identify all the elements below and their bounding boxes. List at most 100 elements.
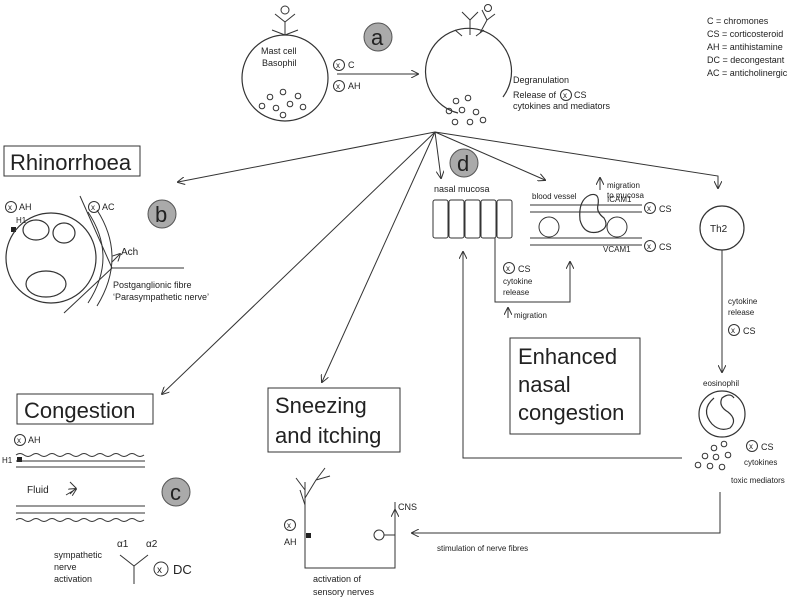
effect-arrows [162,131,718,394]
svg-text:a: a [371,25,384,50]
nasal-mucosa-section: d nasal mucosa blood vessel migration to… [432,148,672,320]
degranulation-label: Degranulation [513,75,569,85]
icam1-label: ICAM1 [607,195,632,204]
release-label: release [503,288,530,297]
nerve-membrane-2 [96,209,113,307]
th2-drug-cs: CS [743,326,756,336]
drug-cs-label: CS [574,90,587,100]
svg-text:x: x [336,82,340,91]
legend-decongestant: DC = decongestant [707,55,785,65]
svg-text:x: x [336,61,340,70]
panel-d-badge [449,148,479,178]
enhanced-title-3: congestion [518,400,624,425]
nerve-stimulation-arrow [412,492,721,533]
sensory-nerve-icon [295,467,396,569]
gland-vesicle-2 [52,222,76,244]
sympathetic-label-3: activation [54,574,92,584]
fluid-arrow-icon [65,482,76,495]
sympathetic-label-1: sympathetic [54,550,103,560]
alpha-receptor-icon [119,554,149,584]
inhibit-icon [88,201,100,213]
mast-cell-receptor-icon [274,13,296,35]
inhibit-icon [644,240,656,252]
drug-cs-vcam: CS [659,242,672,252]
h1-receptor-label: H1 [2,456,13,465]
svg-text:x: x [8,203,12,212]
fibre-label-2: ‘Parasympathetic nerve’ [113,292,209,302]
sneezing-title-2: and itching [275,423,381,448]
gland-vesicle-1 [22,219,50,241]
congestion-section: Congestion x AH H1 Fluid c α1 α2 sympath… [2,393,192,584]
gland-cell-outer [5,212,97,304]
drug-ah-label: AH [284,537,297,547]
eosinophil-drug-cs: CS [761,442,774,452]
leukocyte-icon [538,216,560,238]
alpha2-label: α2 [146,539,158,550]
drug-cs-icam: CS [659,204,672,214]
degranulating-cell-body [424,27,513,114]
leukocyte-icon [606,216,628,238]
inhibit-c: x C [333,59,355,71]
cytokines-label: cytokines [744,458,777,467]
drug-ah-label: AH [348,81,361,91]
enhanced-title-box [509,337,641,435]
rhinorrhoea-title: Rhinorrhoea [10,150,132,175]
panel-a: a [363,22,393,52]
mast-cell-label-2: Basophil [262,58,297,68]
inhibit-icon [560,89,572,101]
svg-text:x: x [91,203,95,212]
legend-corticosteroid: CS = corticosteroid [707,29,783,39]
inhibit-ah: x AH [333,80,361,92]
ach-label: Ach [121,247,138,258]
mast-cell-antibody-icon [280,5,290,15]
mediators-label: cytokines and mediators [513,101,611,111]
inhibit-icon [728,324,740,336]
migrating-cell-icon [579,193,607,234]
cytokine-release-loop [494,238,570,303]
eosinophil-nucleus-icon [705,394,735,430]
enhanced-title-2: nasal [518,372,571,397]
granules [258,88,307,119]
inhibit-icon [14,434,26,446]
svg-text:x: x [563,91,567,100]
nerve-fibre-lower [63,267,113,314]
degranulating-receptor-icon [461,9,496,35]
legend-anticholinergic: AC = anticholinergic [707,68,788,78]
migration-label-2: to mucosa [607,191,644,200]
eosinophil-label: eosinophil [703,379,739,388]
eosinophil-cell [698,390,746,438]
inhibit-icon [746,440,758,452]
th2-release-label: release [728,308,755,317]
svg-text:x: x [731,326,735,335]
feedback-to-mucosa-arrow [463,252,682,459]
released-granules [445,94,487,126]
blood-vessel-label: blood vessel [532,192,577,201]
enhanced-title-1: Enhanced [518,344,617,369]
panel-a-badge [363,22,393,52]
drug-dc-label: DC [173,562,192,577]
inhibit-icon [284,519,296,531]
mast-cell-label-1: Mast cell [261,46,297,56]
drug-cs-release: CS [518,264,531,274]
svg-text:x: x [647,242,651,251]
sneezing-title-box [267,387,401,453]
degranulating-cell: Degranulation Release of x CS cytokines … [424,4,611,126]
nerve-fibre-upper [79,195,113,269]
h1-receptor-label: H1 [16,216,27,225]
th2-section: Th2 cytokine release x CS [699,205,758,372]
release-label: Release of [513,90,557,100]
svg-text:x: x [647,204,651,213]
h1-receptor-icon [11,227,16,232]
drug-ah-label: AH [28,435,41,445]
stimulation-label: stimulation of nerve fibres [437,544,528,553]
svg-text:x: x [157,565,162,576]
legend-antihistamine: AH = antihistamine [707,42,783,52]
eosinophil-section: eosinophil x CS cytokines toxic mediator… [412,252,785,553]
mast-cell: Mast cell Basophil [241,5,329,122]
legend-chromones: C = chromones [707,16,769,26]
drug-ah-label: AH [19,202,32,212]
svg-text:x: x [506,264,510,273]
activation-label-2: sensory nerves [313,587,375,597]
svg-text:b: b [155,202,167,227]
